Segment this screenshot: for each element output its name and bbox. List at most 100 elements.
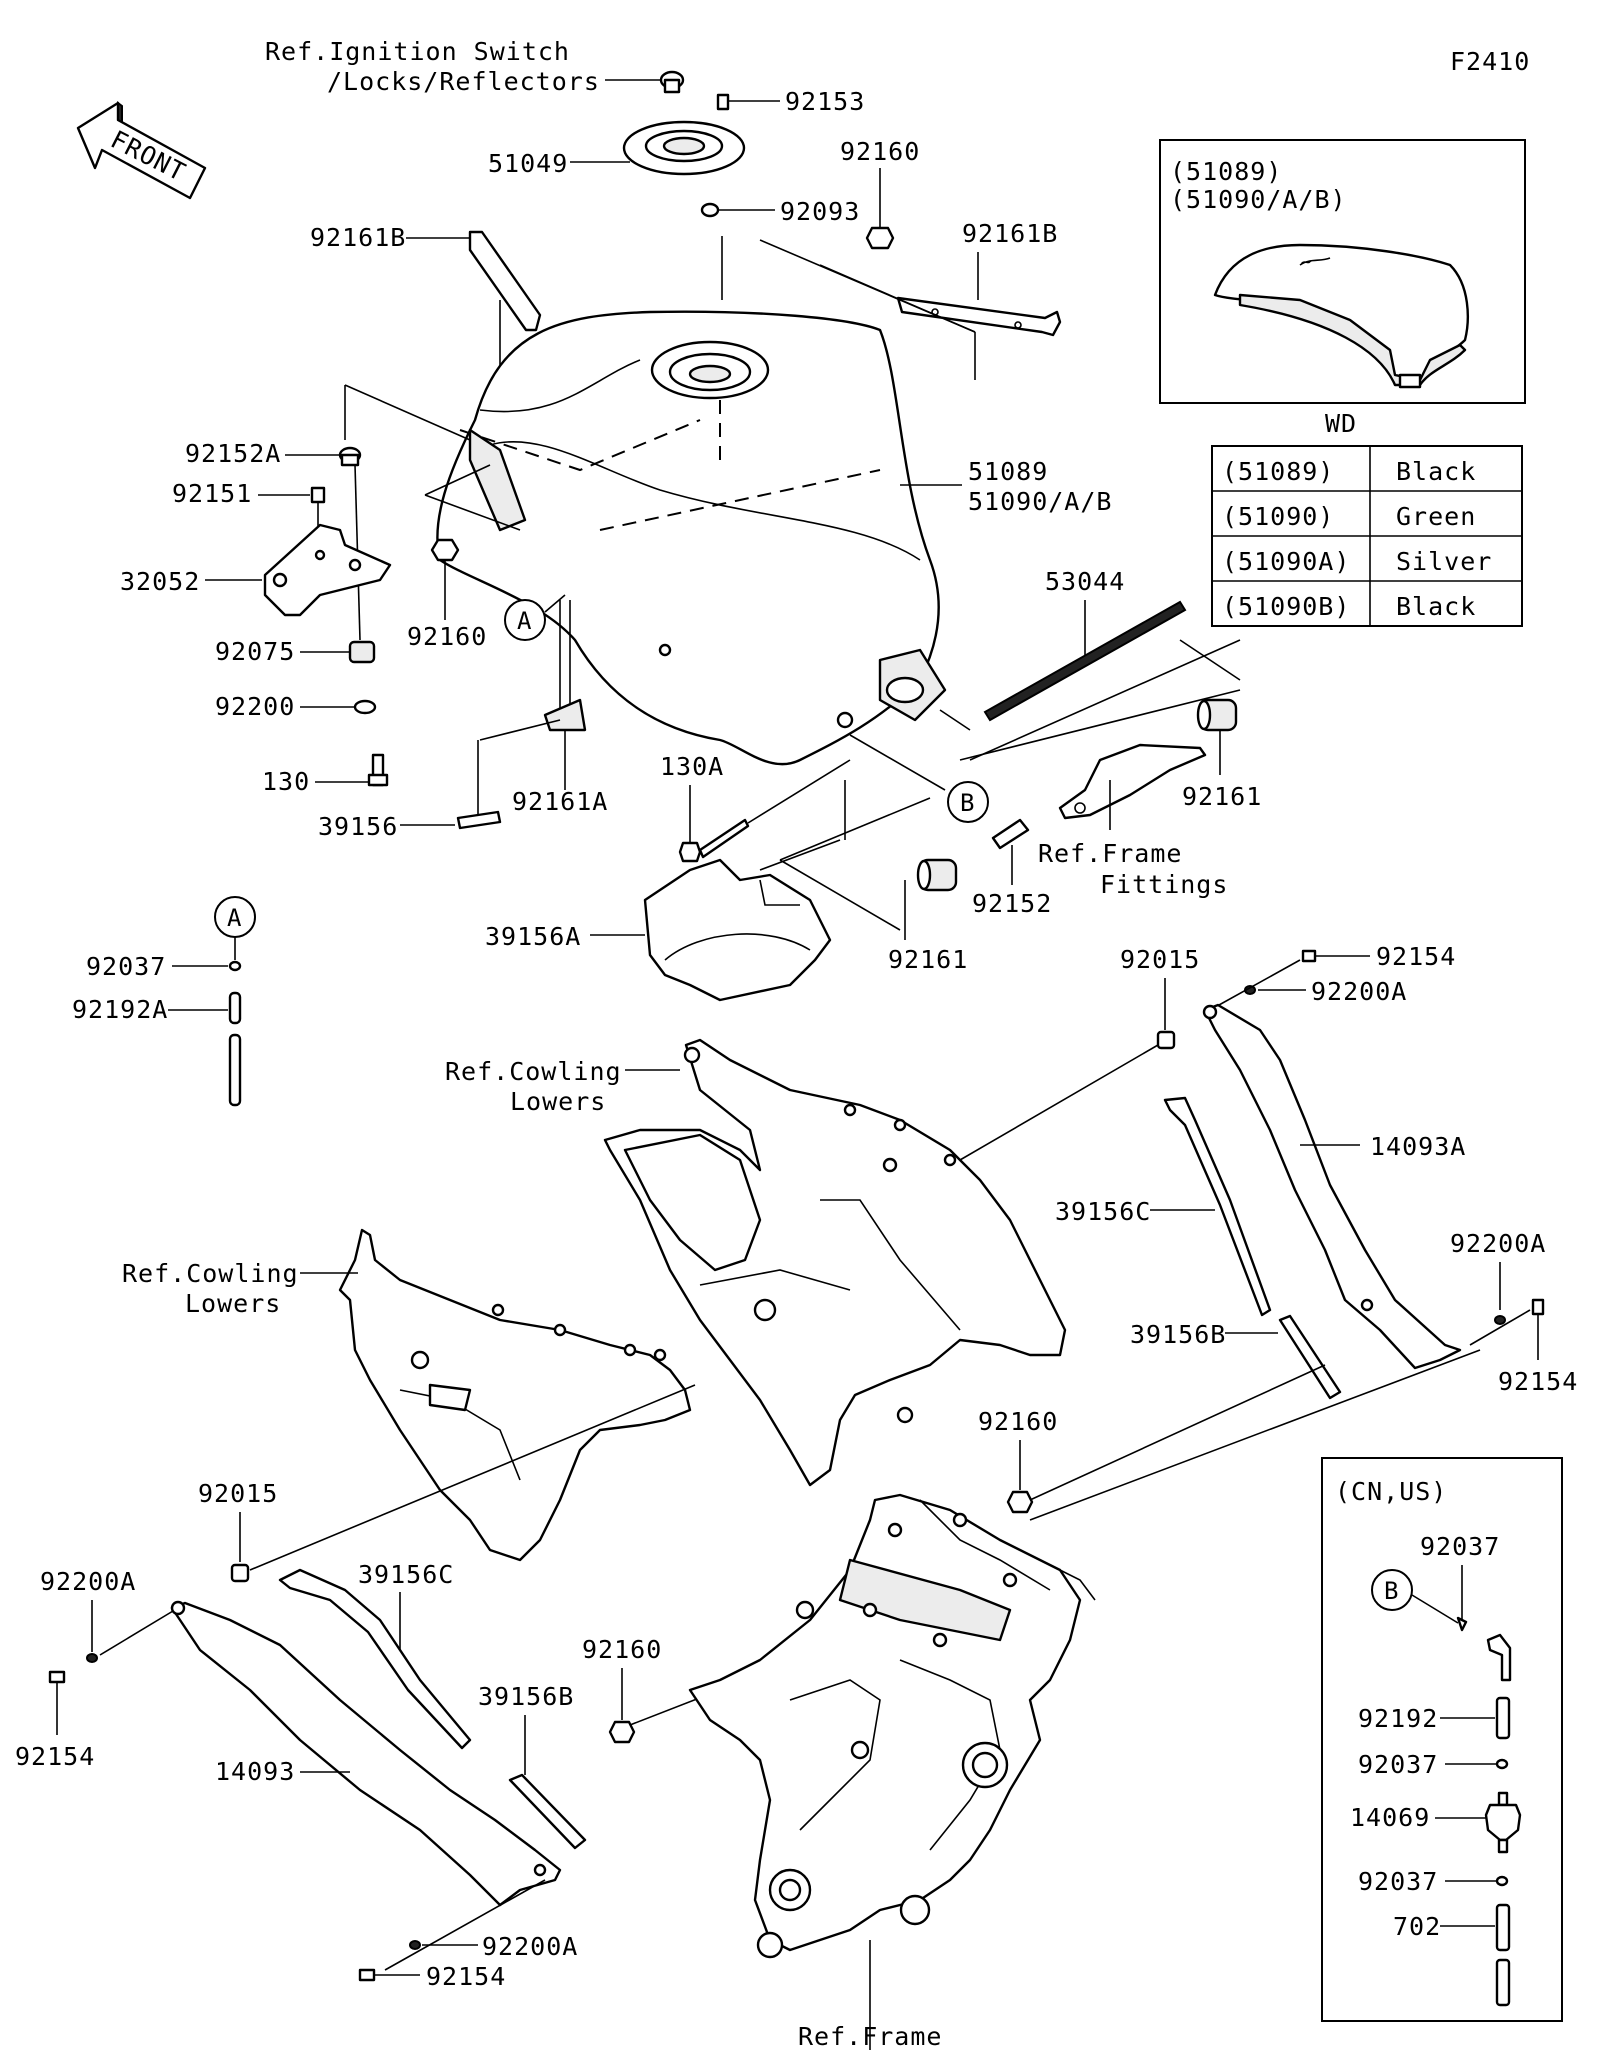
- part-39156B-left: 39156B: [478, 1682, 574, 1711]
- ref-cowling-lower-shape: Ref.Cowling Lowers: [122, 1228, 692, 1562]
- table-color-2: Silver: [1396, 547, 1492, 576]
- part-51049: 51049: [488, 149, 568, 178]
- part-39156C-left: 39156C: [358, 1560, 454, 1589]
- part-51090-ab: 51090/A/B: [968, 487, 1112, 516]
- damper-92161-right: 92161: [1182, 698, 1262, 811]
- nut-92160-top: 92160: [840, 137, 920, 250]
- ref-frame: Ref.Frame: [798, 2022, 942, 2051]
- part-92161B-left: 92161B: [310, 223, 406, 252]
- part-39156C-right: 39156C: [1055, 1197, 1151, 1226]
- table-code-3: (51090B): [1222, 592, 1350, 621]
- part-92200A-right: 92200A: [1450, 1229, 1546, 1258]
- collar-92152A: 92152A: [185, 439, 362, 641]
- bolt-92154-tr: 92154: [1301, 942, 1456, 971]
- part-39156B-right: 39156B: [1130, 1320, 1226, 1349]
- cn-us-inset: (CN,US) 92037 B 92192 92037 14069 92037 …: [1321, 1457, 1563, 2022]
- ref-cowling-lower-2: Lowers: [185, 1289, 281, 1318]
- cnus-92037-a: 92037: [1420, 1532, 1500, 1561]
- table-code-0: (51089): [1222, 457, 1334, 486]
- svg-text:A: A: [517, 607, 532, 635]
- part-92154-tr: 92154: [1376, 942, 1456, 971]
- pad-39156A: 39156A: [485, 858, 832, 1002]
- strip-39156C-right: 39156C: [1055, 1096, 1272, 1317]
- ref-cowling-upper-2: Lowers: [510, 1087, 606, 1116]
- part-92154-left: 92154: [15, 1742, 95, 1771]
- part-92200A-bottom: 92200A: [482, 1932, 578, 1961]
- part-92161B-right: 92161B: [962, 219, 1058, 248]
- part-39156: 39156: [318, 812, 398, 841]
- front-label: FRONT: [106, 125, 191, 187]
- pin-92152: 92152: [972, 818, 1051, 918]
- ref-cowling-upper-1: Ref.Cowling: [445, 1057, 622, 1086]
- part-92093: 92093: [780, 197, 860, 226]
- strip-39156: [456, 810, 502, 830]
- table-color-1: Green: [1396, 502, 1476, 531]
- table-color-3: Black: [1396, 592, 1476, 621]
- wd-caption: WD: [1325, 409, 1357, 438]
- bracket-32052: 32052: [120, 523, 392, 617]
- part-92037-side: 92037: [86, 952, 166, 981]
- strip-53044: 53044: [983, 567, 1187, 722]
- ref-ignition-line1: Ref.Ignition Switch: [265, 37, 570, 66]
- part-92015-left: 92015: [198, 1479, 278, 1508]
- washer-92200A-tr: 92200A: [1244, 977, 1407, 1006]
- part-92160-mid: 92160: [407, 622, 487, 651]
- part-92161-bottom: 92161: [888, 945, 968, 974]
- part-92015-right: 92015: [1120, 945, 1200, 974]
- part-92192A: 92192A: [72, 995, 168, 1024]
- callout-a-side: A: [214, 896, 256, 960]
- part-92160-lower: 92160: [978, 1407, 1058, 1436]
- part-130: 130: [262, 767, 310, 796]
- part-92152A: 92152A: [185, 439, 281, 468]
- washer-92200: 92200: [215, 692, 377, 721]
- part-92160-frame: 92160: [582, 1635, 662, 1664]
- wd-line2: (51090/A/B): [1170, 185, 1347, 214]
- table-color-0: Black: [1396, 457, 1476, 486]
- ref-frame-fittings-1: Ref.Frame: [1038, 839, 1182, 868]
- damper-92161-bottom: 92161: [888, 858, 968, 974]
- cnus-92192: 92192: [1358, 1704, 1438, 1733]
- callout-b-inset: B: [1384, 1577, 1398, 1605]
- front-arrow-icon: FRONT: [76, 101, 207, 200]
- callout-b-main: B: [849, 734, 989, 823]
- ref-frame-shape: Ref.Frame: [688, 1493, 1096, 2051]
- frame-fittings: Ref.Frame Fittings: [1038, 743, 1228, 899]
- part-92153: 92153: [785, 87, 865, 116]
- side-cover-14093A: 14093A: [1202, 1003, 1466, 1370]
- part-53044: 53044: [1045, 567, 1125, 596]
- svg-text:B: B: [960, 789, 974, 817]
- part-92200: 92200: [215, 692, 295, 721]
- part-92161-right: 92161: [1182, 782, 1262, 811]
- cnus-702: 702: [1393, 1912, 1441, 1941]
- part-92160-top: 92160: [840, 137, 920, 166]
- svg-text:A: A: [227, 904, 242, 932]
- ref-cowling-lower-1: Ref.Cowling: [122, 1259, 299, 1288]
- part-92200A-tr: 92200A: [1311, 977, 1407, 1006]
- callout-a-main: A: [504, 594, 566, 641]
- part-92154-bottom: 92154: [426, 1962, 506, 1991]
- part-14093A: 14093A: [1370, 1132, 1466, 1161]
- cnus-92037-b: 92037: [1358, 1750, 1438, 1779]
- strip-39156C-left: 39156C: [278, 1560, 472, 1750]
- bracket-92161B-right: 92161B: [896, 219, 1062, 337]
- bolt-130A: 130A: [660, 752, 851, 863]
- strip-39156B-right: 39156B: [1130, 1314, 1342, 1400]
- ref-frame-fittings-2: Fittings: [1100, 870, 1228, 899]
- wd-line1: (51089): [1170, 157, 1282, 186]
- cnus-14069: 14069: [1350, 1803, 1430, 1832]
- side-cover-14093: 14093: [170, 1600, 562, 1907]
- cnus-92037-c: 92037: [1358, 1867, 1438, 1896]
- part-92154-right: 92154: [1498, 1367, 1578, 1396]
- part-92151: 92151: [172, 479, 252, 508]
- table-code-1: (51090): [1222, 502, 1334, 531]
- ref-ignition-line2: /Locks/Reflectors: [327, 67, 600, 96]
- part-51089: 51089: [968, 457, 1048, 486]
- grommet-92075: 92075: [215, 637, 376, 666]
- bolt-130: 130: [262, 753, 389, 796]
- part-92200A-left: 92200A: [40, 1567, 136, 1596]
- damper-92161A: [543, 698, 587, 732]
- bracket-92161B-left: 92161B: [310, 223, 542, 420]
- part-32052: 32052: [120, 567, 200, 596]
- fuel-tank-51089: [436, 310, 947, 766]
